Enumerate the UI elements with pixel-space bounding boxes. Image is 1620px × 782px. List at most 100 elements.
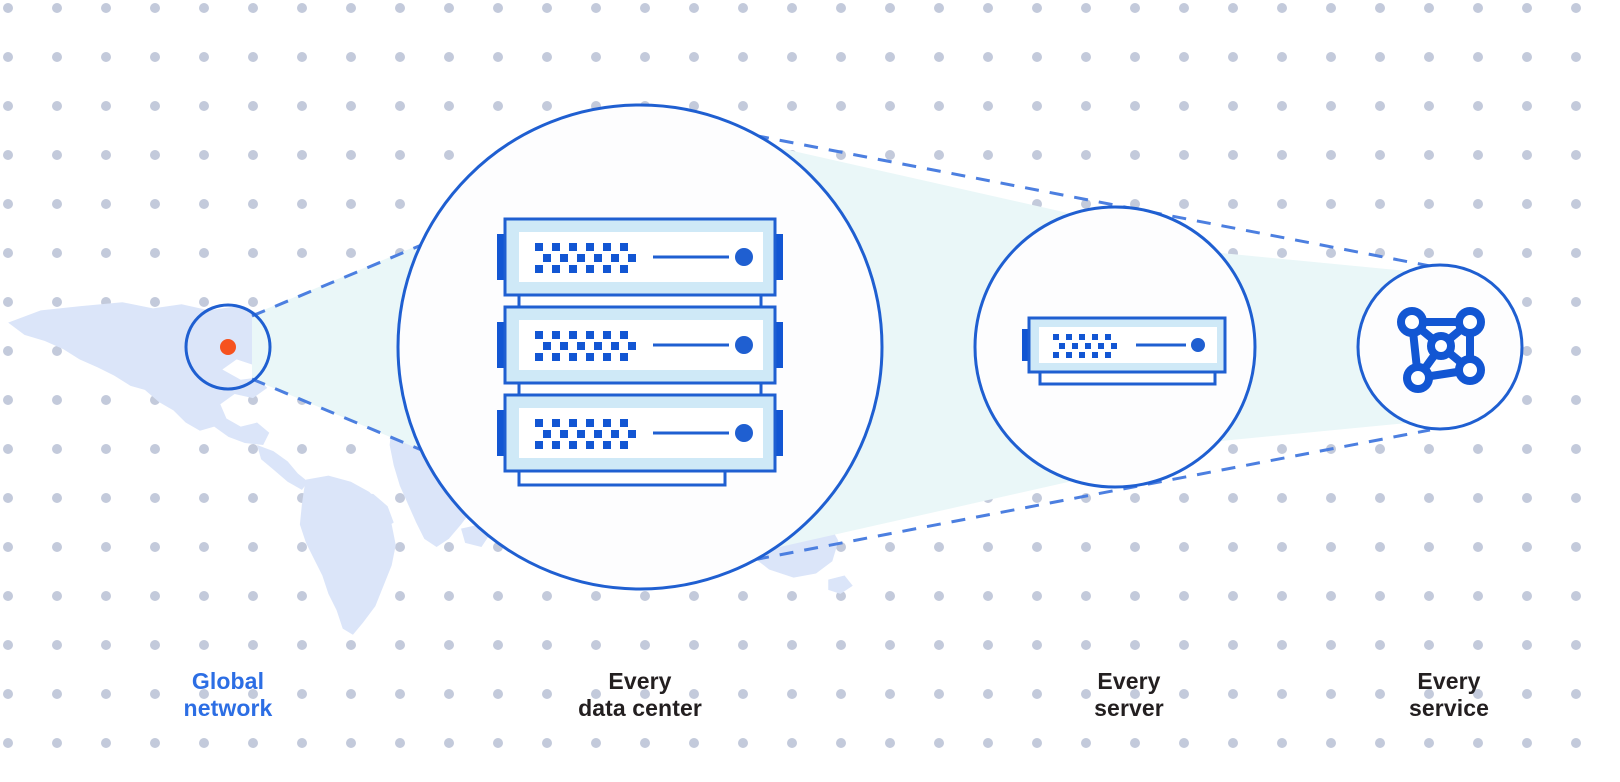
grid-dot [591,3,601,13]
grid-dot [1473,640,1483,650]
label-data-center: Every data center [578,668,702,721]
grid-dot [297,738,307,748]
grid-dot [248,689,258,699]
grid-dot [1522,444,1532,454]
grid-dot [787,3,797,13]
grid-dot [689,3,699,13]
grid-dot [934,101,944,111]
grid-dot [1375,640,1385,650]
grid-dot [934,542,944,552]
grid-dot [199,444,209,454]
grid-dot [1424,640,1434,650]
grid-dot [983,101,993,111]
grid-dot [1228,199,1238,209]
grid-dot [983,3,993,13]
grid-dot [1571,689,1581,699]
grid-dot [1375,493,1385,503]
grid-dot [150,640,160,650]
grid-dot [787,689,797,699]
grid-dot [199,199,209,209]
grid-dot [150,738,160,748]
grid-dot [1228,444,1238,454]
grid-dot [1424,101,1434,111]
grid-dot [738,591,748,601]
grid-dot [983,689,993,699]
grid-dot [52,640,62,650]
grid-dot [640,640,650,650]
grid-dot [1130,3,1140,13]
grid-dot [640,591,650,601]
grid-dot [1277,3,1287,13]
grid-dot [52,52,62,62]
grid-dot [297,52,307,62]
grid-dot [1522,493,1532,503]
grid-dot [346,199,356,209]
grid-dot [346,444,356,454]
grid-dot [1130,150,1140,160]
grid-dot [836,738,846,748]
grid-dot [640,738,650,748]
grid-dot [444,52,454,62]
grid-dot [444,738,454,748]
rack-unit-3 [497,393,783,473]
grid-dot [395,52,405,62]
grid-dot [199,542,209,552]
grid-dot [983,591,993,601]
grid-dot [689,591,699,601]
grid-dot [1375,150,1385,160]
grid-dot [1571,444,1581,454]
grid-dot [297,689,307,699]
grid-dot [101,3,111,13]
grid-dot [395,150,405,160]
grid-dot [395,591,405,601]
grid-dot [1571,395,1581,405]
grid-dot [1179,640,1189,650]
grid-dot [1571,150,1581,160]
grid-dot [3,689,13,699]
grid-dot [1326,738,1336,748]
grid-dot [934,738,944,748]
grid-dot [1571,52,1581,62]
label-global-network: Global network [183,668,273,721]
grid-dot [1032,591,1042,601]
grid-dot [199,248,209,258]
grid-dot [1179,493,1189,503]
grid-dot [150,52,160,62]
grid-dot [738,640,748,650]
grid-dot [1473,52,1483,62]
grid-dot [1179,689,1189,699]
grid-dot [1424,444,1434,454]
grid-dot [52,150,62,160]
grid-dot [542,591,552,601]
grid-dot [1081,3,1091,13]
grid-dot [1130,52,1140,62]
grid-dot [3,297,13,307]
grid-dot [1424,542,1434,552]
grid-dot [1473,101,1483,111]
grid-dot [248,101,258,111]
grid-dot [248,738,258,748]
grid-dot [1424,3,1434,13]
grid-dot [493,738,503,748]
grid-dot [1522,738,1532,748]
grid-dot [1179,52,1189,62]
grid-dot [395,542,405,552]
grid-dot [934,640,944,650]
grid-dot [1571,3,1581,13]
grid-dot [1179,542,1189,552]
grid-dot [444,640,454,650]
grid-dot [150,101,160,111]
grid-dot [297,199,307,209]
grid-dot [738,52,748,62]
grid-dot [395,640,405,650]
grid-dot [1571,493,1581,503]
grid-dot [591,52,601,62]
grid-dot [836,52,846,62]
grid-dot [1179,199,1189,209]
grid-dot [591,738,601,748]
grid-dot [1473,689,1483,699]
